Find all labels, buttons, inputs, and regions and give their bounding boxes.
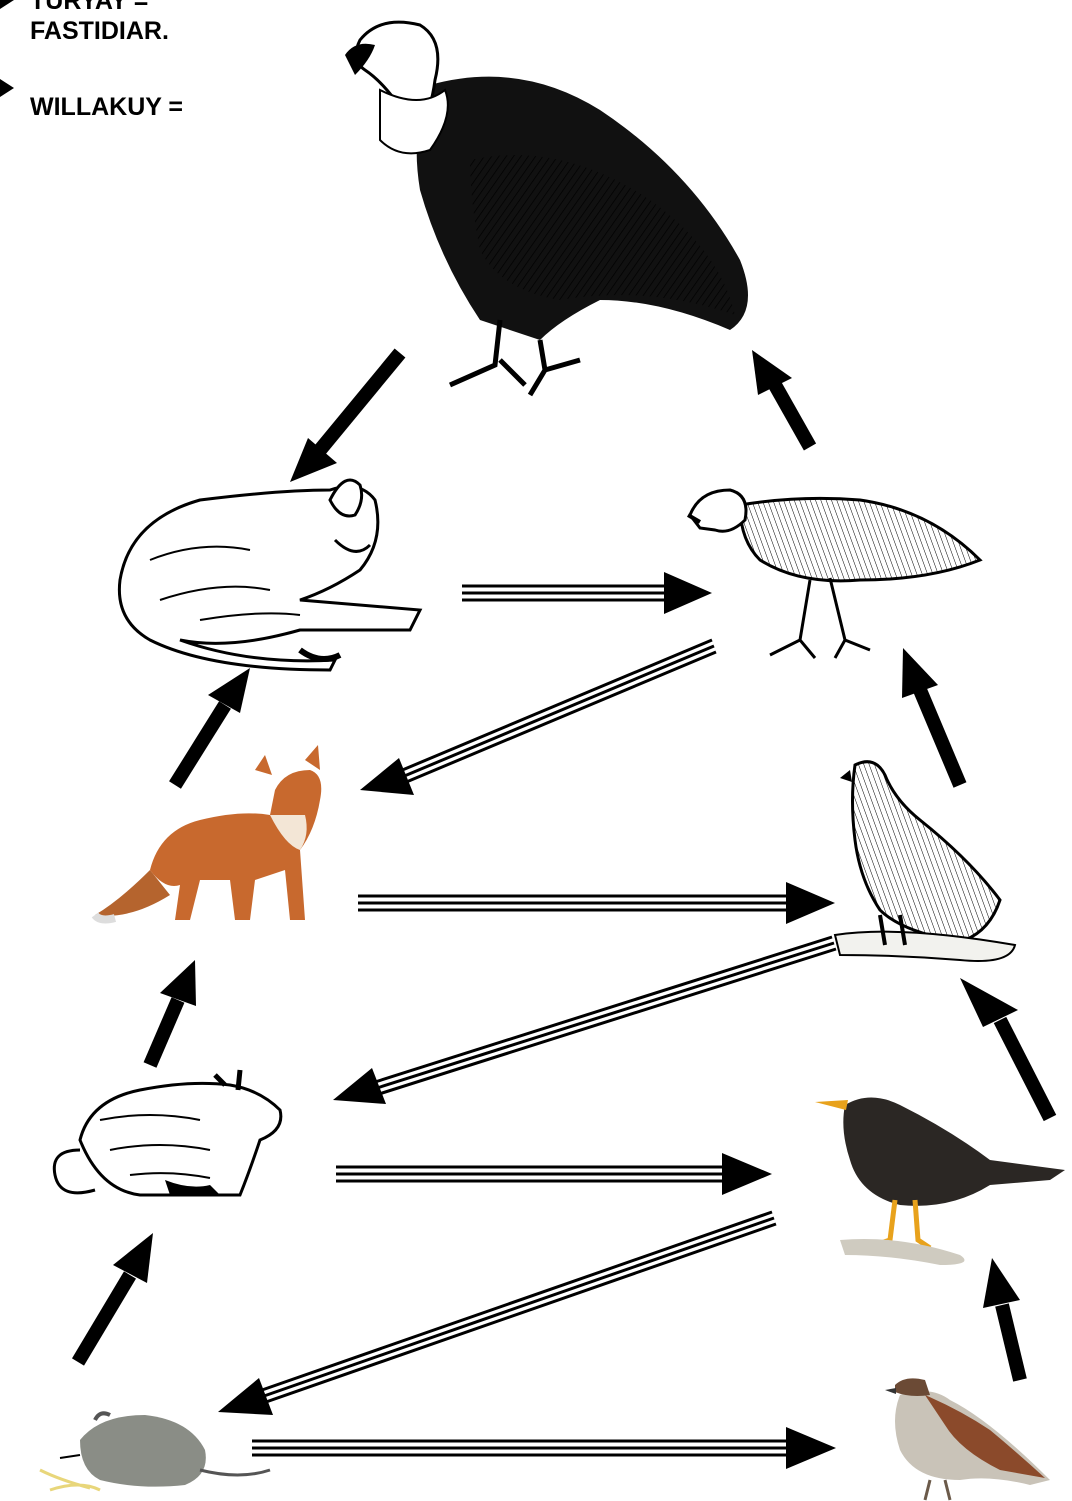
hawk-illustration (835, 762, 1015, 961)
viscacha-illustration (54, 1070, 281, 1195)
triple-arrow-blackbird-to-mouse (218, 1212, 776, 1415)
arrow-blackbird-to-hawk (960, 978, 1050, 1118)
arrow-viscacha-to-fox (150, 960, 196, 1065)
mouse-illustration (40, 1413, 270, 1490)
arrow-sparrow-to-blackbird (983, 1258, 1020, 1380)
triple-arrow-vulture-to-fox (360, 640, 716, 795)
arrow-mouse-to-viscacha (78, 1233, 153, 1362)
condor-illustration (345, 22, 748, 395)
blackbird-illustration (815, 1098, 1065, 1266)
fox-illustration (95, 745, 321, 920)
arrow-condor-to-puma (290, 353, 400, 482)
triple-arrow-puma-to-vulture (462, 572, 712, 614)
triple-arrow-viscacha-to-blackbird (336, 1153, 772, 1195)
triple-line-arrows (218, 572, 836, 1469)
triple-arrow-mouse-to-sparrow (252, 1427, 836, 1469)
arrow-vulture-to-condor (752, 350, 810, 447)
triple-arrow-hawk-to-viscacha (333, 937, 836, 1104)
triple-arrow-fox-to-hawk (358, 882, 835, 924)
arrow-hawk-to-vulture (902, 648, 960, 785)
puma-illustration (119, 480, 420, 670)
arrow-fox-to-puma (175, 668, 250, 785)
black-vulture-illustration (688, 490, 980, 658)
sparrow-illustration (885, 1378, 1050, 1500)
